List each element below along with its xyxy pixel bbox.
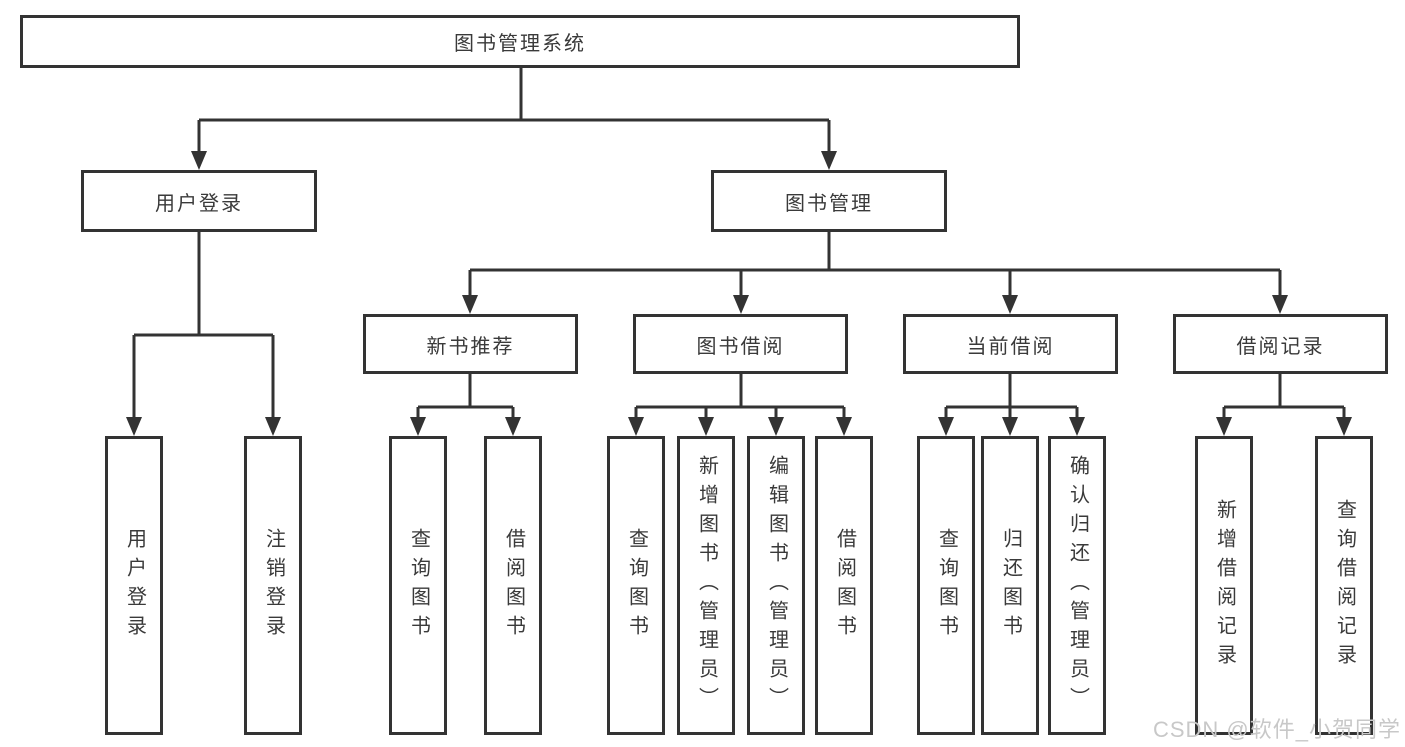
node-label: 当前借阅	[966, 335, 1055, 358]
node-label: 确认归还（管理员）	[1066, 455, 1089, 716]
node-new-book-recommendation: 新书推荐	[363, 314, 578, 374]
node-label: 新增图书（管理员）	[695, 455, 718, 716]
node-label: 查询图书	[625, 527, 648, 644]
node-book-borrowing: 图书借阅	[633, 314, 848, 374]
node-label: 借阅图书	[833, 527, 856, 644]
node-user-login: 用户登录	[81, 170, 317, 232]
node-leaf-query-books-rec: 查询图书	[389, 436, 447, 735]
node-leaf-query-books-current: 查询图书	[917, 436, 975, 735]
node-leaf-confirm-return-admin: 确认归还（管理员）	[1048, 436, 1106, 735]
node-label: 查询图书	[407, 527, 430, 644]
node-label: 编辑图书（管理员）	[765, 455, 788, 716]
node-label: 借阅记录	[1236, 335, 1325, 358]
node-leaf-logout: 注销登录	[244, 436, 302, 735]
node-label: 注销登录	[262, 527, 285, 644]
node-leaf-query-borrow-record: 查询借阅记录	[1315, 436, 1373, 735]
node-label: 查询借阅记录	[1333, 498, 1356, 673]
node-borrowing-records: 借阅记录	[1173, 314, 1388, 374]
node-label: 新增借阅记录	[1213, 498, 1236, 673]
node-book-management: 图书管理	[711, 170, 947, 232]
node-leaf-add-books-admin: 新增图书（管理员）	[677, 436, 735, 735]
node-label: 查询图书	[935, 527, 958, 644]
node-label: 用户登录	[155, 192, 243, 215]
node-current-borrowing: 当前借阅	[903, 314, 1118, 374]
node-label: 归还图书	[999, 527, 1022, 644]
node-label: 图书管理	[785, 192, 873, 215]
node-leaf-user-login: 用户登录	[105, 436, 163, 735]
node-leaf-edit-books-admin: 编辑图书（管理员）	[747, 436, 805, 735]
node-leaf-add-borrow-record: 新增借阅记录	[1195, 436, 1253, 735]
node-library-system: 图书管理系统	[20, 15, 1020, 68]
node-leaf-borrow-books: 借阅图书	[815, 436, 873, 735]
node-label: 图书借阅	[696, 335, 785, 358]
node-label: 图书管理系统	[454, 33, 586, 55]
node-leaf-return-books: 归还图书	[981, 436, 1039, 735]
csdn-watermark: CSDN @软件_小贺同学	[1152, 717, 1401, 742]
node-label: 借阅图书	[502, 527, 525, 644]
node-label: 新书推荐	[426, 335, 515, 358]
node-label: 用户登录	[123, 527, 146, 644]
node-leaf-query-books-borrow: 查询图书	[607, 436, 665, 735]
node-leaf-borrow-books-rec: 借阅图书	[484, 436, 542, 735]
